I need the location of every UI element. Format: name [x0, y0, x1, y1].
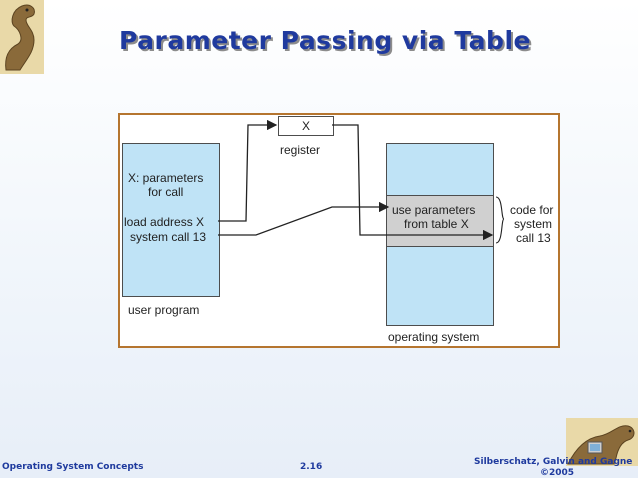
footer-copyright: ©2005 — [540, 468, 575, 478]
diagram-connectors — [218, 119, 505, 244]
code-brace — [495, 196, 505, 244]
code-label-line-2: system — [514, 217, 553, 231]
os-box-line-1: use parameters — [392, 203, 476, 217]
code-label-line-1: code for — [510, 203, 554, 217]
arrow-syscall-to-os — [218, 201, 390, 236]
arrow-register-to-os — [332, 124, 494, 241]
user-box-line-2: for call — [148, 185, 184, 199]
arrow-to-register — [218, 119, 278, 222]
footer-authors: Silberschatz, Galvin and Gagne — [474, 457, 633, 467]
footer-course: Operating System Concepts — [2, 462, 144, 472]
footer-page-number: 2.16 — [300, 462, 323, 472]
system-call-code-region — [386, 195, 494, 247]
slide-title: Parameter Passing via Table — [119, 26, 531, 55]
user-box-line-1: X: parameters — [128, 171, 204, 185]
dinosaur-computer-logo-icon — [566, 418, 638, 466]
dinosaur-logo-icon — [0, 0, 44, 74]
register-label: register — [280, 143, 321, 157]
user-box-line-4: system call 13 — [130, 230, 207, 244]
code-label-line-3: call 13 — [516, 231, 551, 245]
user-box-line-3: load address X — [124, 215, 205, 229]
user-program-box — [122, 143, 220, 297]
diagram-frame: X: parameters for call load address X sy… — [118, 113, 560, 348]
user-program-caption: user program — [128, 303, 200, 317]
register-value: X — [301, 119, 310, 133]
register-box — [278, 116, 334, 136]
os-box-line-2: from table X — [404, 217, 469, 231]
operating-system-caption: operating system — [388, 330, 480, 344]
